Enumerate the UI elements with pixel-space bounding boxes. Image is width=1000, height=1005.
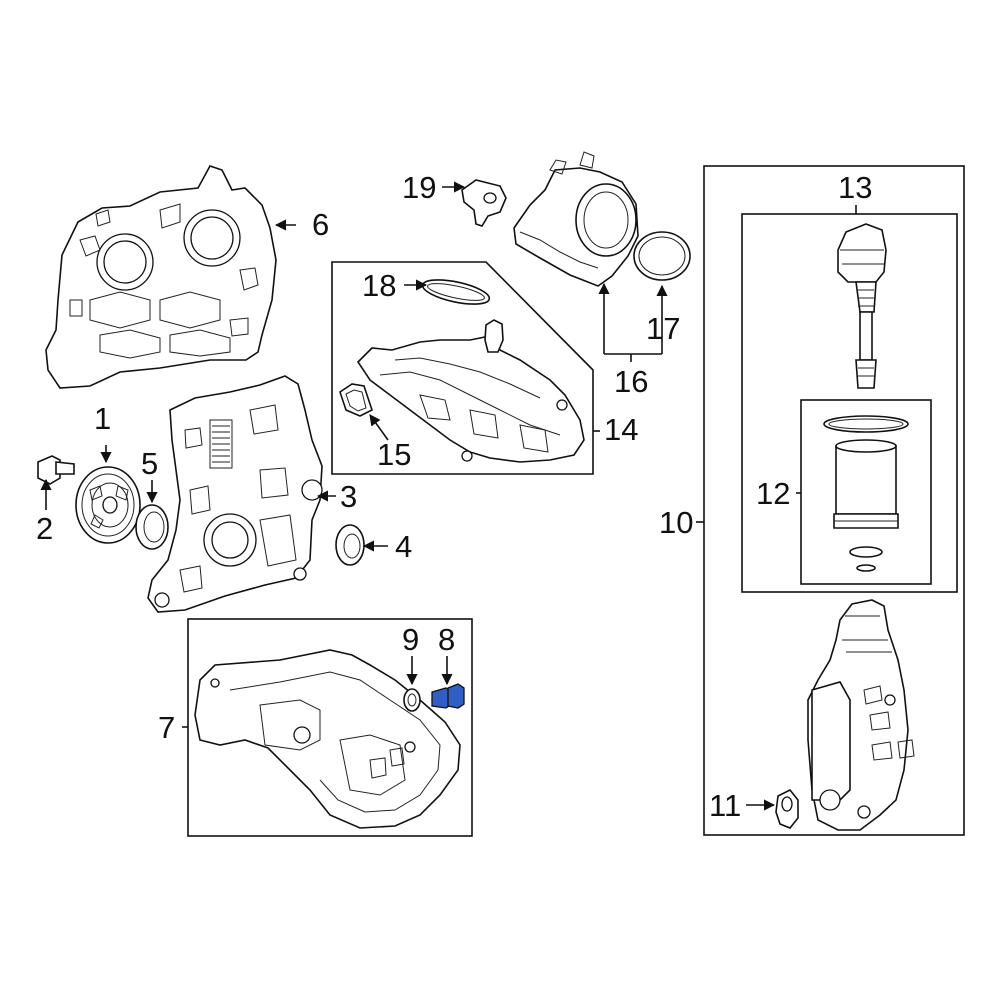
intake-manifold: [356, 319, 585, 463]
callout-5: 5: [141, 446, 159, 481]
throttle-body-gasket: [633, 231, 691, 281]
callout-18: 18: [362, 268, 397, 303]
oil-filter-element-frame: [800, 399, 932, 585]
throttle-body: [513, 151, 639, 287]
manifold-o-ring: [421, 279, 491, 305]
callout-6: 6: [312, 207, 330, 242]
drain-plug-washer: [403, 688, 421, 712]
callout-9: 9: [402, 622, 420, 657]
oil-filter-housing: [807, 599, 915, 831]
oil-filter-cap: [837, 223, 887, 389]
manifold-gasket: [339, 383, 373, 417]
callout-11: 11: [709, 788, 742, 823]
oil-drain-plug: [431, 683, 465, 709]
intake-manifold-group-frame: [331, 261, 594, 475]
front-crankshaft-seal: [135, 504, 169, 550]
callout-1: 1: [94, 401, 112, 436]
callout-15: 15: [377, 437, 412, 472]
callout-3: 3: [340, 479, 358, 514]
callout-16: 16: [614, 364, 649, 399]
callout-8: 8: [438, 622, 456, 657]
oil-pan: [194, 649, 461, 829]
oil-filter-housing-group-frame: [703, 165, 965, 836]
callout-17: 17: [646, 311, 681, 346]
pressure-sensor: [461, 179, 507, 227]
callout-14: 14: [604, 412, 639, 447]
oil-filter-element: [823, 415, 909, 572]
housing-plug: [775, 788, 799, 829]
oil-filter-assembly-frame: [741, 213, 958, 593]
front-timing-cover: [147, 375, 323, 613]
leader-lines: [40, 181, 857, 811]
crankshaft-pulley: [75, 466, 141, 544]
callout-19: 19: [402, 170, 437, 205]
camshaft-seal: [335, 524, 365, 566]
rear-engine-cover: [45, 165, 277, 389]
callout-4: 4: [395, 529, 413, 564]
callout-7: 7: [158, 710, 176, 745]
callout-13: 13: [838, 170, 873, 205]
callout-12: 12: [756, 476, 791, 511]
callout-10: 10: [659, 505, 694, 540]
callout-2: 2: [36, 511, 54, 546]
pulley-bolt: [37, 455, 75, 485]
